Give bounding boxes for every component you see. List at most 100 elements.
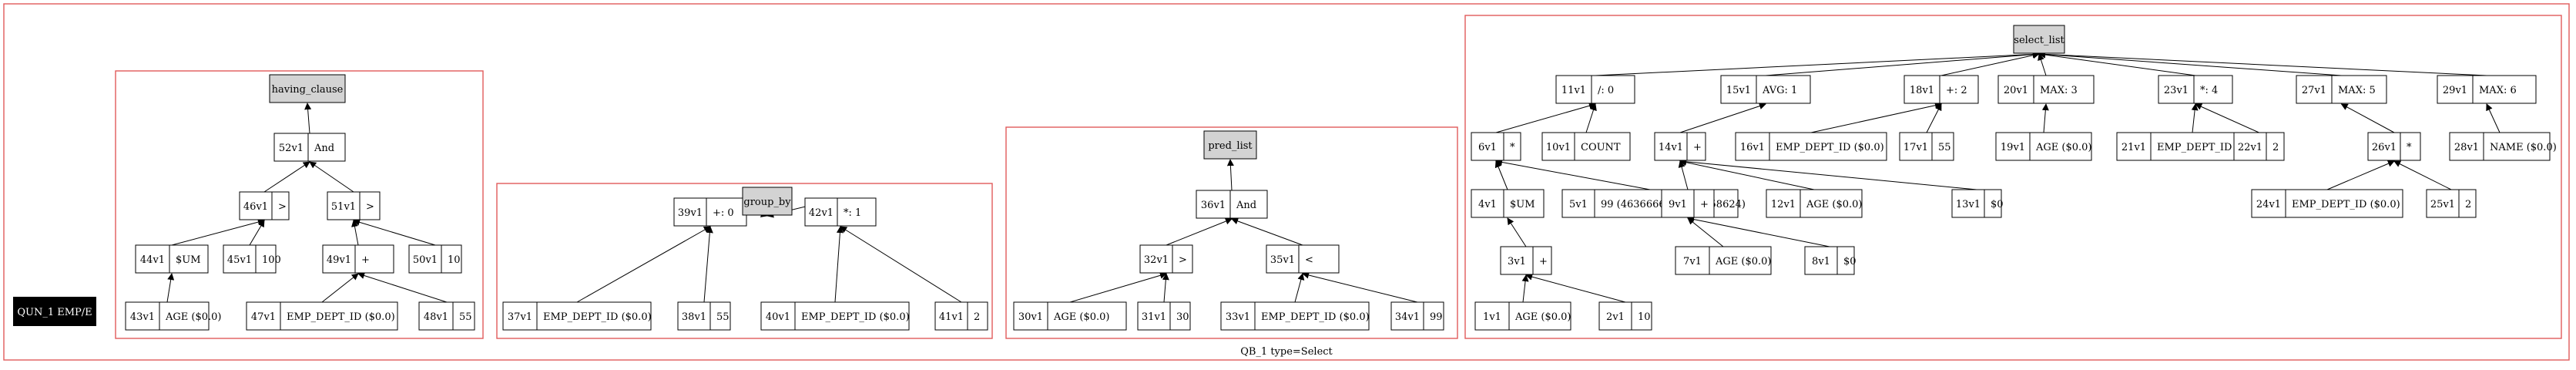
edge-11-to-select (1595, 50, 2040, 76)
pred-header-node: pred_list (1203, 130, 1257, 160)
node-35v1: 35v1< (1266, 244, 1340, 274)
node-id-label: 7v1 (1683, 256, 1702, 267)
edge-15-to-select (1765, 51, 2040, 76)
node-49v1: 49v1 + (322, 244, 394, 274)
edge-24-to-26 (2326, 160, 2395, 190)
node-value-label: 55 (459, 311, 472, 323)
node-value-label: AGE ($0.0) (2035, 142, 2091, 153)
node-11v1: 11v1 /: 0 (1555, 75, 1635, 104)
node-value-label: AGE ($0.0) (1806, 199, 1862, 210)
node-id-label: 30v1 (1018, 311, 1043, 323)
node-8v1: 8v1$0 (1804, 246, 1857, 275)
node-value-label: AGE ($0.0) (1715, 256, 1771, 267)
node-value-label: MAX: 5 (2338, 85, 2376, 96)
node-value-label: 2 (974, 311, 980, 323)
outer-cluster-label: QB_1 type=Select (1240, 346, 1333, 358)
node-id-label: 25v1 (2430, 199, 2455, 210)
node-id-label: 10v1 (1546, 142, 1571, 153)
edge-34-to-35 (1302, 271, 1418, 303)
node-value-label: + (1539, 256, 1548, 267)
node-value-label: 10 (1638, 311, 1651, 323)
node-value-label: +: 0 (713, 207, 734, 219)
outer-cluster (3, 3, 2570, 361)
having-header-node: having_clause (269, 74, 346, 103)
node-46v1: 46v1> (239, 191, 290, 220)
node-value-label: + (1693, 142, 1702, 153)
node-value-label: EMP_DEPT_ID ($0.0) (801, 311, 910, 323)
node-id-label: 9v1 (1669, 199, 1687, 210)
node-value-label: *: 4 (2200, 85, 2218, 96)
edge-43-to-44 (166, 273, 175, 303)
node-value-label: > (278, 201, 287, 213)
edge-22-to-23 (2195, 103, 2259, 133)
node-value-label: < (1305, 254, 1313, 266)
edge-51-to-52 (309, 161, 354, 193)
node-value-label: + (361, 254, 370, 266)
groupby-header-node: group_by (742, 187, 793, 216)
node-4v1: 4v1$UM (1471, 189, 1545, 218)
node-value-label: EMP_DEPT_ID ($0.0) (1776, 142, 1884, 153)
edge-35-to-36 (1231, 217, 1303, 246)
node-id-label: 41v1 (939, 311, 964, 323)
node-40v1: 40v1 EMP_DEPT_ID ($0.0) (760, 301, 910, 331)
node-id-label: 34v1 (1395, 311, 1420, 323)
node-id-label: 29v1 (2443, 85, 2467, 96)
node-id-label: 27v1 (2302, 85, 2326, 96)
node-id-label: 42v1 (809, 207, 834, 219)
node-value-label: AGE ($0.0) (1053, 311, 1109, 323)
node-id-label: 2v1 (1606, 311, 1625, 323)
node-6v1: 6v1* (1471, 132, 1521, 161)
node-id-label: 14v1 (1659, 142, 1683, 153)
node-value-label: *: 1 (844, 207, 861, 219)
node-value-label: $UM (176, 254, 201, 266)
node-id-label: 33v1 (1226, 311, 1250, 323)
node-value-label: /: 0 (1598, 85, 1614, 96)
node-id-label: 26v1 (2372, 142, 2397, 153)
node-id-label: 11v1 (1561, 85, 1586, 96)
having-header-label: having_clause (272, 84, 344, 96)
edge-4-to-6 (1494, 160, 1508, 190)
edge-17-to-18 (1926, 103, 1942, 133)
groupby-header-label: group_by (743, 197, 791, 208)
having-cluster (115, 70, 484, 339)
select-header-node: select_list (2013, 25, 2065, 54)
node-id-label: 43v1 (130, 311, 155, 323)
node-id-label: 40v1 (766, 311, 790, 323)
groupby-cluster (496, 183, 993, 339)
edge-16-to-18 (1810, 102, 1942, 133)
node-id-label: 48v1 (424, 311, 448, 323)
qun-node-label: QUN_1 EMP/E (17, 307, 92, 318)
node-value-label: 30 (1176, 311, 1189, 323)
qun-node (13, 297, 96, 326)
edge-19-to-20 (2041, 103, 2049, 133)
node-value-label: +: 2 (1946, 85, 1967, 96)
node-id-label: 52v1 (279, 143, 304, 154)
node-id-label: 49v1 (327, 254, 351, 266)
node-id-label: 22v1 (2238, 142, 2262, 153)
node-value-label: AGE ($0.0) (1514, 311, 1571, 323)
node-id-label: 1v1 (1483, 311, 1501, 323)
select-header-label: select_list (2014, 35, 2064, 46)
node-value-label: COUNT (1581, 142, 1621, 153)
edge-10-to-11 (1585, 103, 1597, 133)
edge-12-to-14 (1679, 159, 1815, 190)
node-id-label: 4v1 (1478, 199, 1497, 210)
node-id-label: 15v1 (1726, 85, 1751, 96)
node-id-label: 24v1 (2256, 199, 2281, 210)
node-value-label: MAX: 3 (2040, 85, 2078, 96)
node-value-label: NAME ($0.0) (2490, 142, 2557, 153)
pred-cluster (1005, 126, 1458, 339)
node-value-label: * (1510, 142, 1515, 153)
node-value-label: AVG: 1 (1762, 85, 1797, 96)
